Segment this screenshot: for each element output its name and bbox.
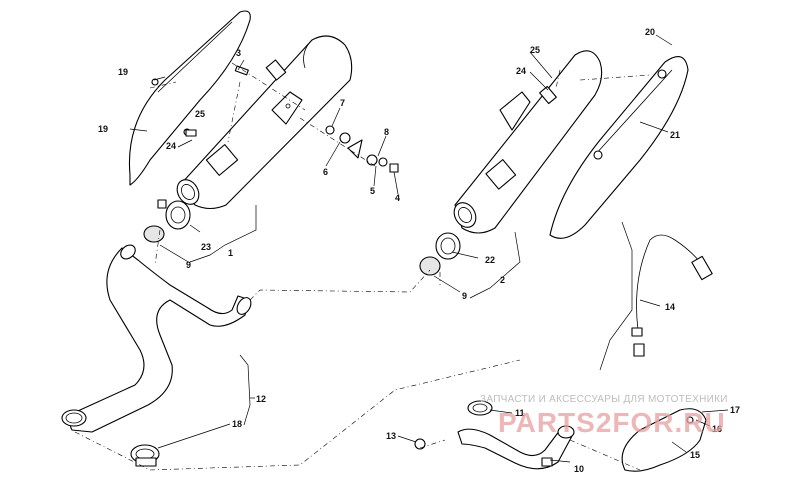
callout-19-right: 20: [645, 27, 655, 37]
callout-21: 19: [98, 124, 108, 134]
left-hardware: [151, 65, 399, 173]
callout-9-left: 9: [186, 260, 191, 270]
callout-20: 21: [670, 130, 680, 140]
right-clamp: [419, 232, 461, 276]
callout-12: 13: [386, 431, 396, 441]
callout-7: 7: [340, 98, 345, 108]
callout-24-right: 24: [516, 66, 526, 76]
leader-lines: [129, 34, 729, 463]
callout-8: 8: [384, 127, 389, 137]
callout-11: 11: [515, 408, 525, 418]
callout-15: 15: [690, 450, 700, 460]
watermark-tagline: ЗАПЧАСТИ И АКСЕССУАРЫ ДЛЯ МОТОТЕХНИКИ: [480, 394, 728, 405]
left-heat-shield: [128, 10, 251, 186]
clamp-18: [130, 444, 160, 467]
left-silencer: [176, 35, 353, 210]
callout-6: 6: [323, 167, 328, 177]
callout-13: 12: [256, 394, 266, 404]
callout-17: 17: [730, 405, 740, 415]
callout-22: 22: [485, 255, 495, 265]
callout-1: 1: [228, 248, 233, 258]
callout-16: 16: [712, 424, 722, 434]
callout-25-left: 25: [195, 109, 205, 119]
callout-19-left: 19: [118, 67, 128, 77]
right-silencer: [453, 50, 603, 234]
callout-labels: 19 19 25 24 3 7 8 6 5 4 23 1 9 25 24 20 …: [98, 27, 740, 474]
callout-18: 18: [232, 419, 242, 429]
callout-23: 23: [201, 242, 211, 252]
callout-4: 4: [395, 193, 400, 203]
callout-2: 2: [500, 275, 505, 285]
callout-3: 3: [236, 48, 241, 58]
heat-guard-15: [621, 408, 707, 472]
left-header-pipe: [61, 244, 252, 433]
oxygen-sensor: [631, 234, 713, 357]
right-heat-shield: [549, 56, 689, 239]
right-header-pipe: [414, 400, 575, 470]
callout-9-right: 9: [462, 291, 467, 301]
watermark: ЗАПЧАСТИ И АКСЕССУАРЫ ДЛЯ МОТОТЕХНИКИ PA…: [480, 394, 728, 438]
connection-lines: [74, 62, 651, 471]
callout-10: 10: [574, 464, 584, 474]
callout-24-left: 24: [166, 141, 176, 151]
callout-14: 14: [665, 302, 675, 312]
callout-25-right: 25: [530, 45, 540, 55]
left-clamp: [143, 199, 191, 243]
watermark-site: PARTS2FOR.RU: [498, 407, 726, 438]
callout-5: 5: [370, 186, 375, 196]
